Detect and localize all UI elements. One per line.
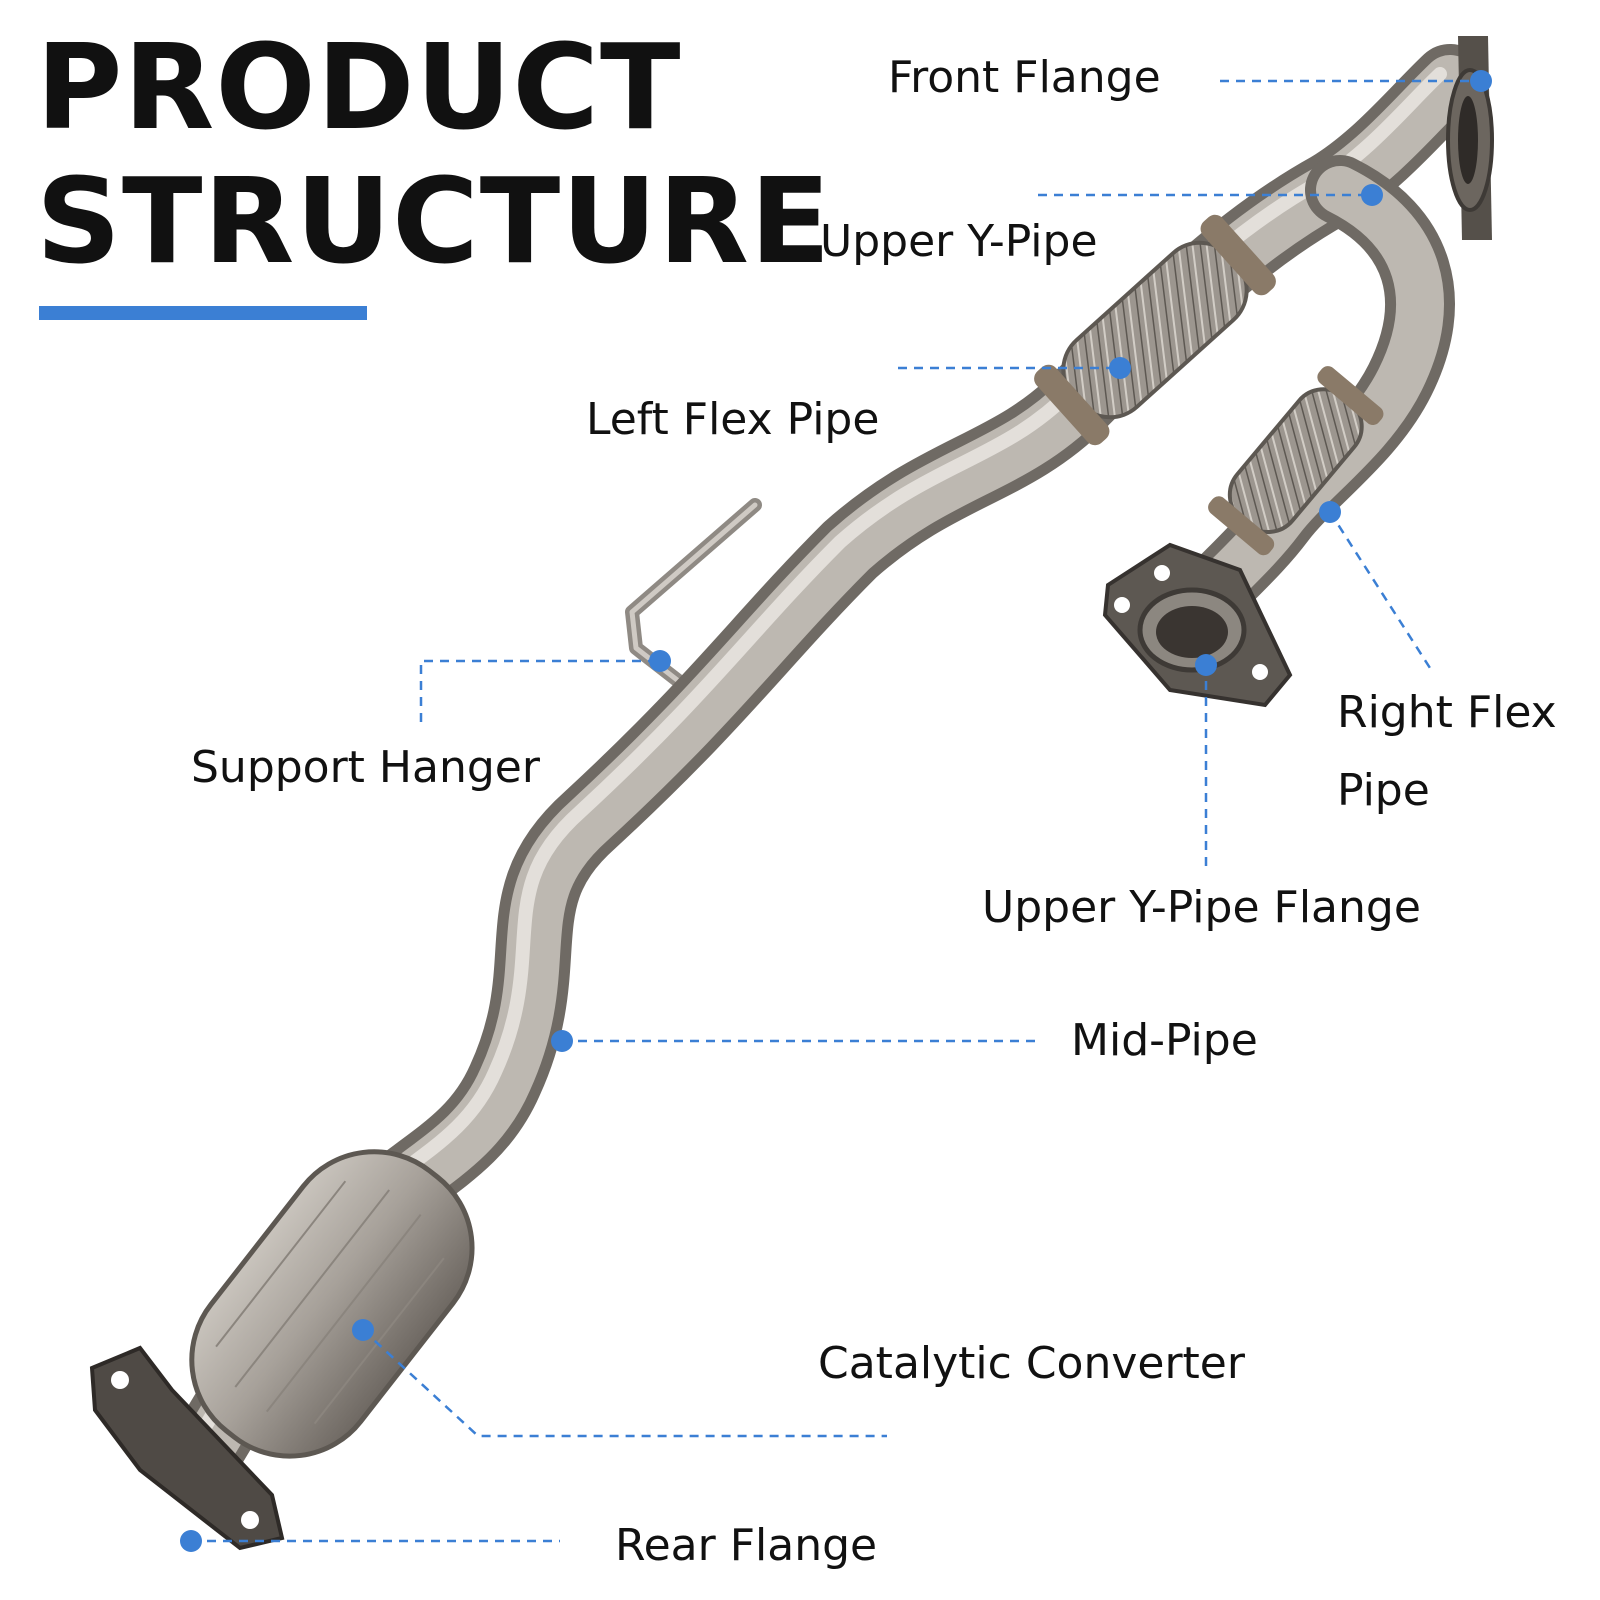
- callout-dot-front-flange: [1470, 70, 1492, 92]
- callout-line-right-flex-pipe: [1328, 511, 1432, 669]
- label-left-flex-pipe: Left Flex Pipe: [586, 394, 880, 445]
- label-upper-y-pipe: Upper Y-Pipe: [820, 216, 1098, 267]
- callout-dot-right-flex-pipe: [1319, 501, 1341, 523]
- rear-flange-part: [89, 1345, 285, 1551]
- label-support-hanger: Support Hanger: [191, 742, 540, 793]
- callout-line-catalytic-converter: [362, 1329, 887, 1438]
- label-catalytic-converter: Catalytic Converter: [818, 1338, 1245, 1389]
- catalytic-converter-body: [189, 1149, 475, 1459]
- callout-dots: [180, 70, 1492, 1552]
- label-mid-pipe: Mid-Pipe: [1071, 1015, 1258, 1066]
- callout-dot-rear-flange: [180, 1530, 202, 1552]
- label-rear-flange: Rear Flange: [615, 1520, 878, 1571]
- label-right-flex-pipe: Right Flex Pipe: [1337, 687, 1557, 816]
- right-flex-braid: [1208, 366, 1384, 556]
- upper-y-pipe-flange-part: [1102, 542, 1293, 708]
- heading-line-2: STRUCTURE: [36, 152, 832, 290]
- callout-lines: [191, 79, 1478, 1543]
- callout-dot-support-hanger: [649, 650, 671, 672]
- main-pipe: [162, 44, 1488, 1498]
- callout-dot-mid-pipe: [551, 1030, 573, 1052]
- callout-dot-catalytic-converter: [352, 1319, 374, 1341]
- callout-dot-upper-y-pipe: [1361, 184, 1383, 206]
- heading-underline: [39, 306, 367, 320]
- callout-dot-left-flex-pipe: [1109, 357, 1131, 379]
- callout-dot-upper-y-pipe-flange: [1195, 654, 1217, 676]
- left-flex-braid: [1034, 214, 1276, 446]
- callout-line-support-hanger: [419, 659, 660, 722]
- heading-line-1: PRODUCT: [36, 18, 682, 156]
- label-upper-y-pipe-flange: Upper Y-Pipe Flange: [982, 882, 1421, 933]
- label-front-flange: Front Flange: [888, 52, 1161, 103]
